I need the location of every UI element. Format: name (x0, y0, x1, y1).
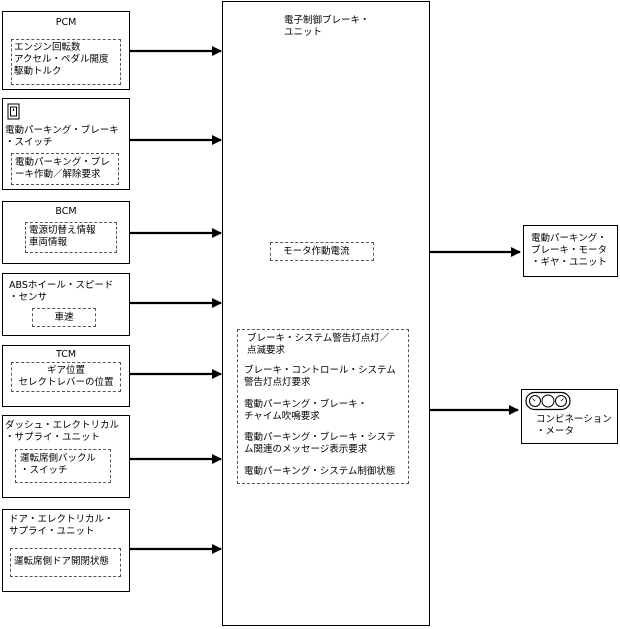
motor-current-box (270, 242, 374, 261)
bcm-title: BCM (55, 206, 77, 217)
switch-icon (7, 103, 20, 120)
ecu-box (222, 1, 430, 626)
meter-request-1: ブレーキ・システム警告灯点灯／ 点滅要求 (247, 333, 390, 356)
door-esu-title: ドア・エレクトリカル・ サプライ・ユニット (9, 514, 114, 537)
meter-requests-box (237, 329, 409, 484)
door-esu-signals-box (10, 548, 121, 577)
door-esu-signals: 運転席側ドア開閉状態 (14, 556, 110, 567)
abs-sensor-signals: 車速 (54, 312, 74, 323)
bcm-signals: 電源切替え情報 車両情報 (29, 225, 96, 248)
pcm-title: PCM (55, 17, 77, 28)
meter-icon (525, 391, 571, 411)
motor-current-label: モータ作動電流 (283, 246, 350, 257)
tcm-signals: ギア位置 セレクトレバーの位置 (18, 365, 114, 388)
pcm-signals: エンジン回転数 アクセル・ペダル開度 駆動トルク (14, 42, 109, 77)
motor-gear-title: 電動パーキング・ ブレーキ・モータ ・ギヤ・ユニット (531, 233, 608, 268)
dash-esu-title: ダッシュ・エレクトリカル ・サプライ・ユニット (5, 420, 120, 443)
tcm-title: TCM (55, 349, 77, 360)
motor-gear-box (523, 225, 618, 277)
epb-switch-signals: 電動パーキング・ブレ ーキ作動／解除要求 (15, 157, 110, 180)
meter-request-2: ブレーキ・コントロール・システム 警告灯点灯要求 (244, 365, 396, 388)
epb-switch-title: 電動パーキング・ブレーキ ・スイッチ (5, 125, 119, 148)
ecu-title: 電子制御ブレーキ・ ユニット (284, 15, 370, 38)
epb-switch-signals-box (11, 153, 119, 185)
tcm-signals-box (11, 362, 121, 392)
meter-request-3: 電動パーキング・ブレーキ・ チャイム吹鳴要求 (244, 399, 368, 422)
pcm-signals-box (11, 39, 121, 85)
abs-sensor-signals-box (32, 308, 96, 327)
combination-meter-title: コンビネーション ・メータ (536, 414, 612, 437)
meter-request-5: 電動パーキング・システム制御状態 (244, 466, 396, 477)
bcm-signals-box (25, 222, 117, 253)
dash-esu-signals-box (15, 449, 111, 483)
dash-esu-signals: 運転席側バックル ・スイッチ (20, 453, 96, 476)
abs-sensor-title: ABSホイール・スピード ・センサ (9, 280, 114, 303)
meter-request-4: 電動パーキング・ブレーキ・システ ム関連のメッセージ表示要求 (244, 432, 396, 455)
